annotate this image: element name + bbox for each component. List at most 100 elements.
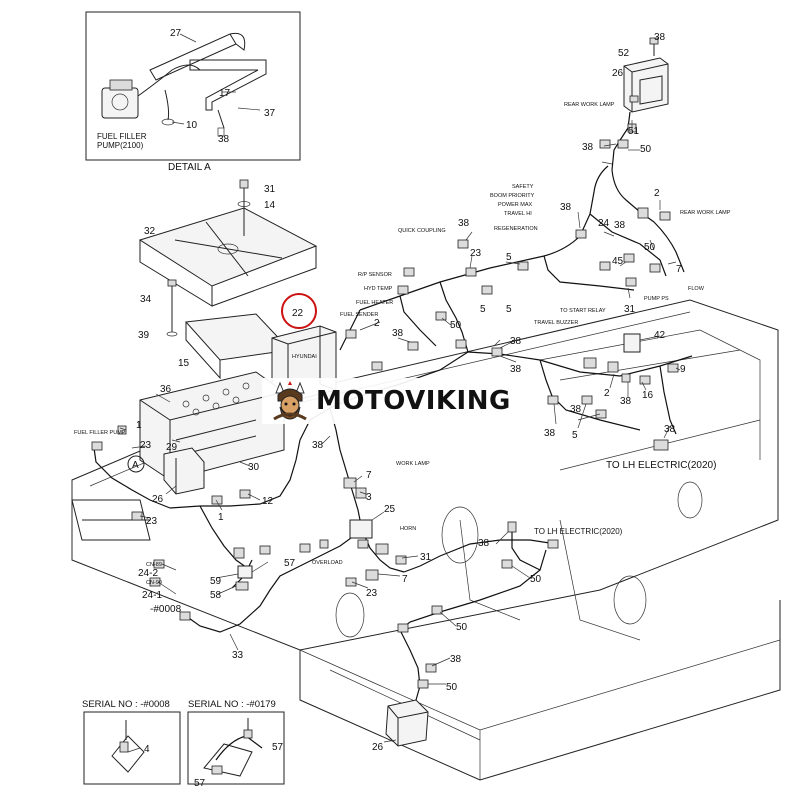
part-38: 38 [544,428,556,439]
label-horn: HORN [400,526,416,532]
label-fuel-filler-pump: FUEL FILLER PUMP [74,430,126,436]
part-14: 14 [264,200,276,211]
part-26: 26 [372,742,384,753]
part-22: 22 [292,308,304,319]
serial-box-left: SERIAL NO : -#0008 4 [82,699,181,785]
part-42: 42 [654,330,666,341]
part-57: 57 [284,558,296,569]
part-5: 5 [506,252,512,263]
serial-label-left: SERIAL NO : -#0008 [82,699,170,710]
part-51: 51 [628,126,640,137]
label-work-lamp: WORK LAMP [396,461,430,467]
part-31: 31 [420,552,432,563]
part-38: 38 [450,654,462,665]
part-38: 38 [478,538,490,549]
part-38: 38 [614,220,626,231]
part-37: 37 [264,108,276,119]
label-to-start-relay: TO START RELAY [560,308,606,314]
part-24-1: 24-1 [142,590,162,601]
part-57: 57 [194,778,206,789]
part-59: 59 [210,576,222,587]
part-16: 16 [642,390,654,401]
part-23: 23 [146,516,158,527]
rear-work-lamp-bottom [385,699,429,747]
part-1: 1 [136,420,142,431]
label-power-max: POWER MAX [498,202,533,208]
battery-box [139,371,285,495]
part-24: 24 [598,218,610,229]
part-33: 33 [232,650,244,661]
bracket-15 [166,279,292,380]
label-cn-89: CN-89 [146,562,162,568]
part-38: 38 [510,336,522,347]
label-rear-work-lamp-right: REAR WORK LAMP [680,210,731,216]
part-50: 50 [456,622,468,633]
part-23: 23 [366,588,378,599]
label-regeneration: REGENERATION [494,226,538,232]
part-38: 38 [312,440,324,451]
part-7: 7 [402,574,408,585]
part-45: 45 [612,256,624,267]
label-fuel-heater: FUEL HEATER [356,300,393,306]
label-flow: FLOW [688,286,705,292]
detail-a-marker: A [132,460,139,471]
part-38: 38 [654,32,666,43]
label-pump-ps: PUMP PS [644,296,669,302]
serial-label-right: SERIAL NO : -#0179 [188,699,276,710]
part-5: 5 [480,304,486,315]
part-24-2: 24-2 [138,568,158,579]
part-30: 30 [248,462,260,473]
part-32: 32 [144,226,156,237]
label-cn-90: CN-90 [146,580,162,586]
part-50: 50 [640,144,652,155]
part-39: 39 [138,330,150,341]
part-50: 50 [446,682,458,693]
part-29: 29 [166,442,178,453]
viking-logo [273,381,307,421]
part-50: 50 [530,574,542,585]
label-fuel-sender: FUEL SENDER [340,312,378,318]
highlight-circle [281,293,317,329]
watermark-text: MOTOVIKING [316,386,511,416]
part-2: 2 [374,318,380,329]
label-travel-hi: TRAVEL HI [504,211,532,217]
part-2: 2 [604,388,610,399]
wire-labels: REAR WORK LAMP REAR WORK LAMP SAFETY BOO… [74,102,731,615]
part-38: 38 [458,218,470,229]
detail-a-caption: DETAIL A [168,162,211,173]
part-36: 36 [160,384,172,395]
fuel-filler-label-2: PUMP(2100) [97,141,144,150]
label-travel-buzzer: TRAVEL BUZZER [534,320,578,326]
part-7: 7 [676,264,682,275]
part-10: 10 [186,120,198,131]
part-number-labels: 38 52 26 51 50 38 31 14 32 34 39 15 38 2… [136,32,686,753]
fuel-filler-label: FUEL FILLER [97,132,147,141]
label-to-lh-electric-2: TO LH ELECTRIC(2020) [534,527,623,536]
label-hyd-temp: HYD TEMP [364,286,393,292]
part-52: 52 [618,48,630,59]
part-50: 50 [450,320,462,331]
part-4: 4 [144,744,150,755]
label-rp-sensor: R/P SENSOR [358,272,392,278]
part-38: 38 [620,396,632,407]
part-50: 50 [644,242,656,253]
part-38: 38 [664,424,676,435]
connectors [91,123,679,689]
part-25: 25 [384,504,396,515]
svg-text:HYUNDAI: HYUNDAI [292,354,317,360]
part-7: 7 [366,470,372,481]
part-5: 5 [572,430,578,441]
part-1: 1 [218,512,224,523]
part-2: 2 [654,188,660,199]
part-3: 3 [366,492,372,503]
part-38: 38 [510,364,522,375]
label-rear-work-lamp-top: REAR WORK LAMP [564,102,615,108]
part-57: 57 [272,742,284,753]
part-38: 38 [570,404,582,415]
part-15: 15 [178,358,190,369]
part-27: 27 [170,28,182,39]
part-31: 31 [624,304,636,315]
part-23: 23 [140,440,152,451]
part-31: 31 [264,184,276,195]
